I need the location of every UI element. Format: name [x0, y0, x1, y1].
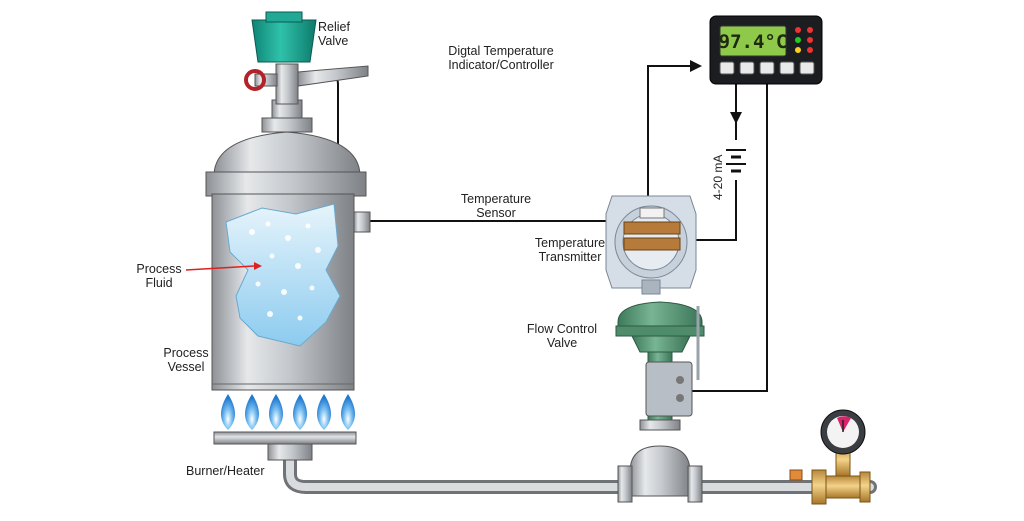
controller-input-arrowhead [690, 60, 702, 72]
temperature-transmitter-label: Temperature Transmitter [534, 236, 606, 264]
process-vessel-label: Process Vessel [163, 346, 209, 374]
controller-output-wire [692, 84, 768, 392]
vessel-top-flange [205, 171, 367, 197]
controller-display [719, 25, 787, 57]
vessel-dome [213, 131, 361, 177]
burner-manifold [213, 431, 357, 445]
process-fluid-arrow [185, 265, 255, 271]
temperature-transmitter [605, 195, 697, 295]
controller-status-leds [795, 27, 813, 53]
digital-controller: 97.4°C [709, 15, 823, 85]
controller-label: Digtal Temperature Indicator/Controller [448, 44, 554, 72]
burner-heater [213, 394, 357, 461]
temperature-sensor-label: Temperature Sensor [460, 192, 532, 220]
process-vessel [205, 131, 371, 391]
loop-current-label: 4-20 mA [711, 155, 725, 200]
relief-valve-handwheel [244, 69, 266, 91]
fuel-pipe [283, 451, 877, 494]
controller-input-wire [647, 65, 690, 210]
flow-control-valve-label: Flow Control Valve [526, 322, 598, 350]
valve-positioner [645, 361, 693, 417]
outlet-fittings [789, 445, 871, 505]
relief-valve [244, 11, 369, 133]
burner-heater-label: Burner/Heater [186, 464, 265, 478]
loop-arrowhead [730, 112, 742, 124]
process-fluid-cutaway [225, 203, 341, 347]
pressure-gauge [820, 409, 866, 455]
process-fluid-arrowhead [254, 262, 262, 270]
flow-control-valve [615, 301, 705, 503]
vessel-sensor-port [353, 211, 371, 233]
burner-flames [221, 394, 355, 430]
valve-actuator-diaphragm [617, 301, 703, 331]
relief-valve-label: Relief Valve [318, 20, 350, 48]
valve-body [629, 445, 691, 497]
battery-symbol [726, 140, 746, 180]
controller-display-value: 97.4°C [719, 31, 788, 53]
process-fluid-label: Process Fluid [136, 262, 182, 290]
controller-keypad [719, 61, 815, 75]
relief-valve-cap [251, 19, 317, 63]
